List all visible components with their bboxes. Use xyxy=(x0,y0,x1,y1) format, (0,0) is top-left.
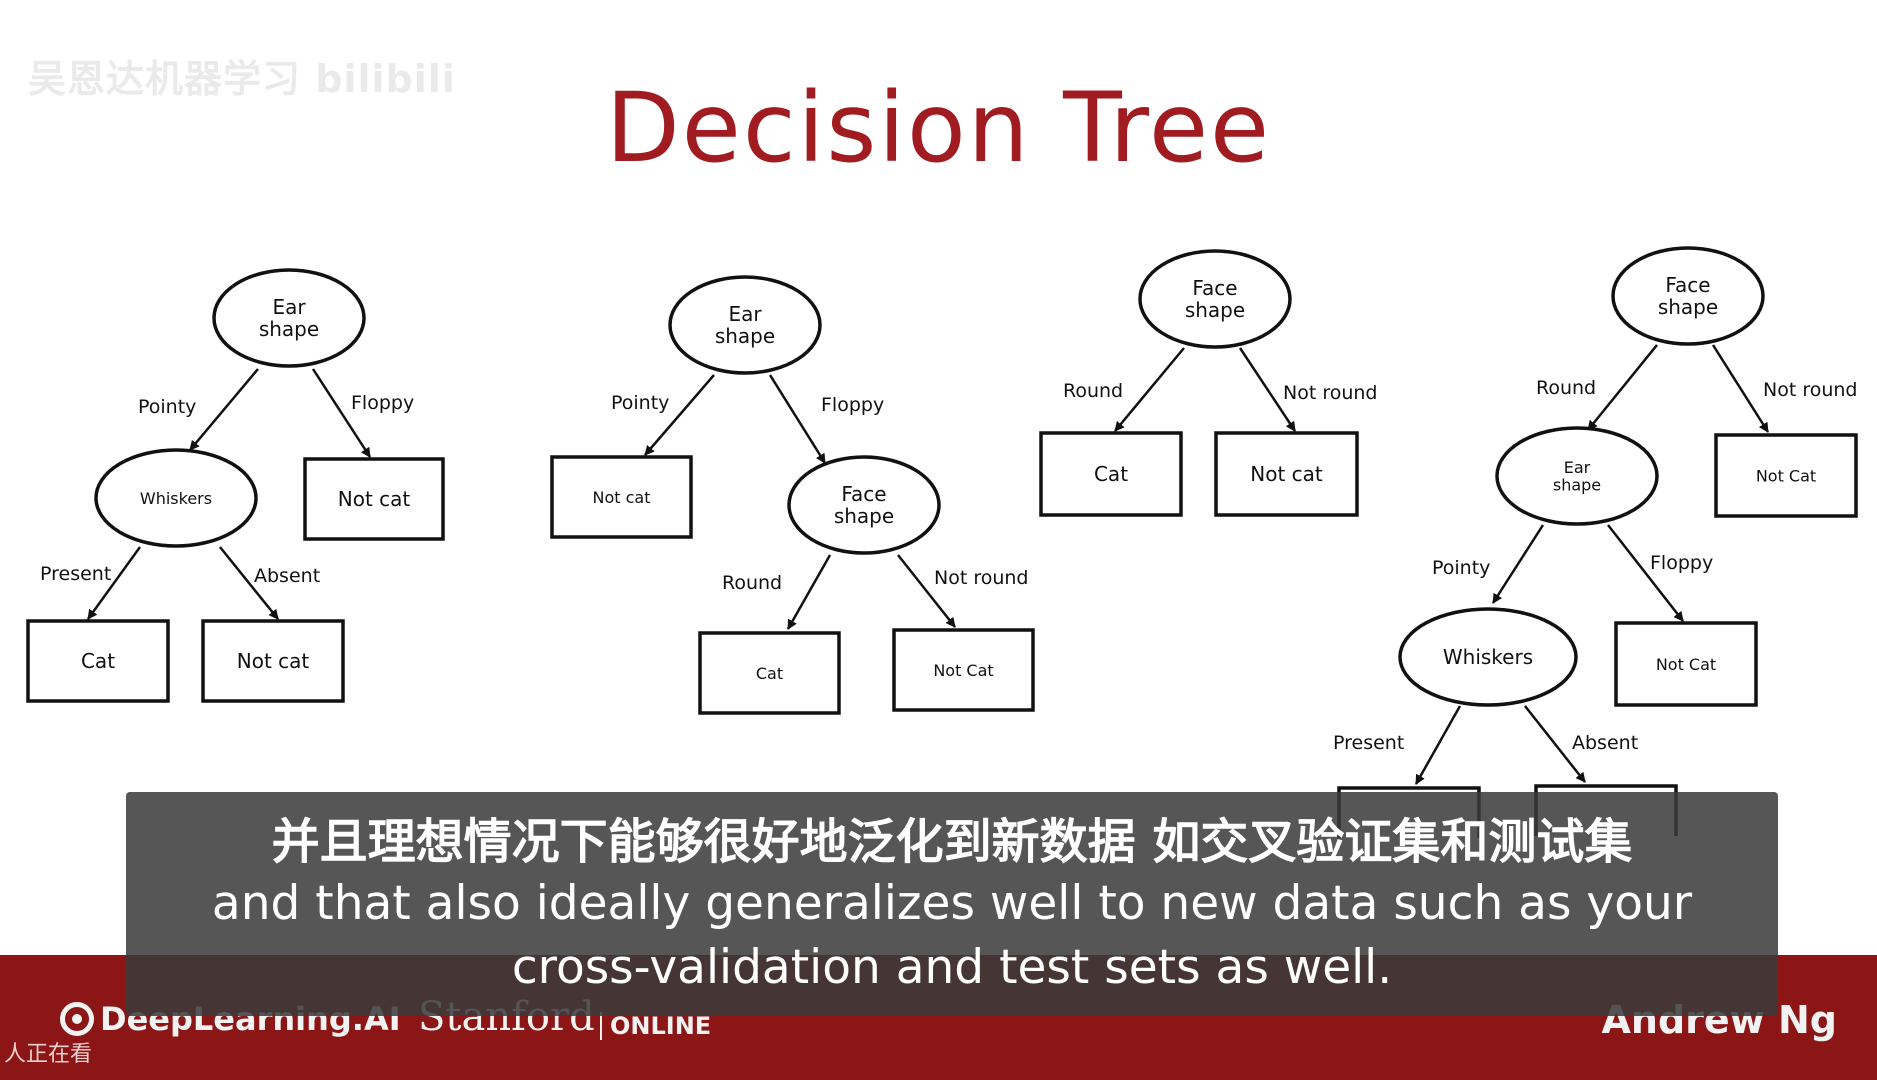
branch-label: Absent xyxy=(254,565,320,587)
watermark: 吴恩达机器学习 bilibili xyxy=(28,57,456,101)
deeplearning-logo-icon xyxy=(60,1002,94,1036)
node-label: Whiskers xyxy=(1443,645,1533,669)
branch-arrow xyxy=(1114,347,1185,432)
leaf-node xyxy=(698,631,841,715)
branch-arrow xyxy=(1414,705,1462,785)
branch-label: Pointy xyxy=(1432,557,1490,579)
branch-label: Present xyxy=(1333,732,1404,754)
subtitle-box: 并且理想情况下能够很好地泛化到新数据 如交叉验证集和测试集 and that a… xyxy=(126,792,1778,1016)
node-label: shape xyxy=(1185,298,1245,322)
branch-label: Floppy xyxy=(351,392,414,414)
node-label: Face xyxy=(1665,273,1710,297)
node-label: Not Cat xyxy=(933,661,993,680)
node-label: Cat xyxy=(756,664,783,683)
node-label: shape xyxy=(259,317,319,341)
branch-label: Round xyxy=(722,572,782,594)
branch-arrow xyxy=(1524,705,1586,783)
leaf-node xyxy=(892,628,1035,712)
leaf-node xyxy=(303,457,445,541)
decision-node xyxy=(1495,426,1659,526)
slide-title: Decision Tree xyxy=(605,72,1272,184)
leaf-node xyxy=(1714,433,1858,518)
branch-arrow xyxy=(189,368,259,451)
branch-arrow xyxy=(897,554,956,628)
branch-arrow xyxy=(1238,347,1297,432)
online-brand: ONLINE xyxy=(600,1012,711,1040)
node-label: Whiskers xyxy=(140,489,212,508)
node-label: Ear xyxy=(272,295,306,319)
branch-label: Round xyxy=(1063,380,1123,402)
branch-label: Pointy xyxy=(138,396,196,418)
branch-arrow xyxy=(1587,344,1658,431)
leaf-node xyxy=(201,619,345,703)
node-label: Face xyxy=(1192,276,1237,300)
node-label: shape xyxy=(715,324,775,348)
branch-label: Absent xyxy=(1572,732,1638,754)
node-label: Ear xyxy=(1564,458,1591,477)
node-label: Face xyxy=(841,482,886,506)
node-label: shape xyxy=(1658,295,1718,319)
decision-node xyxy=(1398,607,1578,707)
node-label: Not cat xyxy=(237,649,310,673)
node-label: Not cat xyxy=(338,487,411,511)
branch-label: Not round xyxy=(1283,382,1378,404)
branch-arrow xyxy=(219,546,279,620)
node-label: Ear xyxy=(728,302,762,326)
branch-label: Present xyxy=(40,563,111,585)
leaf-node xyxy=(1614,621,1758,707)
branch-arrow xyxy=(786,554,832,630)
subtitle-english-line2: cross-validation and test sets as well. xyxy=(511,940,1393,995)
branch-arrow xyxy=(644,374,715,456)
node-label: Not Cat xyxy=(1656,655,1716,674)
branch-arrow xyxy=(86,546,142,620)
branch-label: Not round xyxy=(934,567,1029,589)
branch-label: Floppy xyxy=(821,394,884,416)
subtitle-english-line1: and that also ideally generalizes well t… xyxy=(211,876,1693,931)
decision-node xyxy=(787,455,941,555)
node-label: Not cat xyxy=(593,488,651,507)
node-label: Cat xyxy=(1094,462,1128,486)
branch-label: Floppy xyxy=(1650,552,1713,574)
leaf-node xyxy=(550,455,693,539)
node-label: Not Cat xyxy=(1756,466,1816,485)
leaf-node xyxy=(1214,431,1359,517)
node-label: shape xyxy=(1553,476,1601,495)
node-label: shape xyxy=(834,504,894,528)
viewer-count-text: 人正在看 xyxy=(4,1042,93,1067)
branch-arrow xyxy=(311,368,372,458)
node-label: Not cat xyxy=(1250,462,1323,486)
subtitle-chinese: 并且理想情况下能够很好地泛化到新数据 如交叉验证集和测试集 xyxy=(271,814,1633,870)
branch-arrow xyxy=(1491,524,1545,604)
branch-label: Round xyxy=(1536,377,1596,399)
decision-node xyxy=(1611,246,1765,346)
branch-label: Pointy xyxy=(611,392,669,414)
branch-arrow xyxy=(768,374,827,464)
decision-node xyxy=(1138,249,1292,349)
branch-arrow xyxy=(1607,524,1684,622)
branch-arrow xyxy=(1711,344,1770,433)
branch-label: Not round xyxy=(1763,379,1858,401)
decision-node xyxy=(668,275,822,375)
leaf-node xyxy=(26,619,170,703)
leaf-node xyxy=(1039,431,1183,517)
decision-node xyxy=(212,268,366,368)
node-label: Cat xyxy=(81,649,115,673)
decision-node xyxy=(94,448,258,548)
